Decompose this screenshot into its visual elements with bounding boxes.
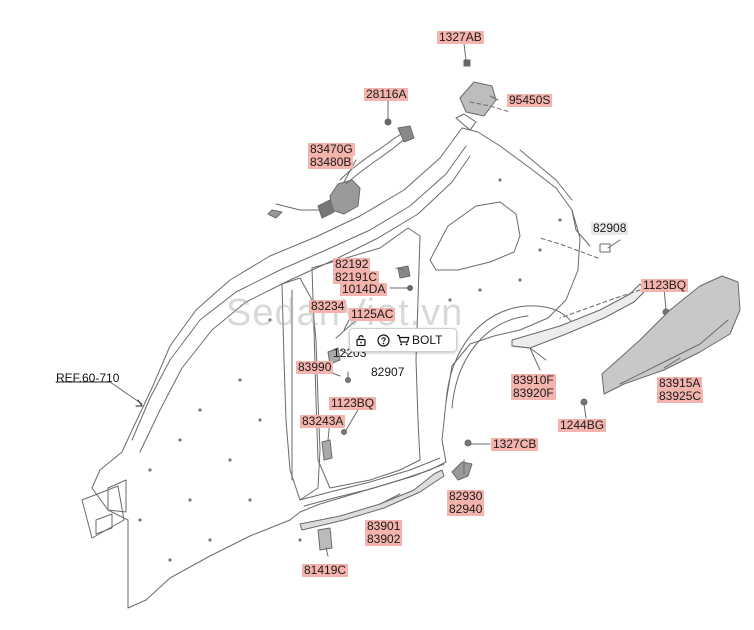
callout-1123BQ-top[interactable]: 1123BQ <box>641 278 689 292</box>
callout-81419C[interactable]: 81419C <box>302 563 349 577</box>
callout-83243A[interactable]: 83243A <box>300 414 346 428</box>
sill-garnish-strip <box>511 283 647 349</box>
door-opening <box>281 277 321 501</box>
callout-83915A[interactable]: 83915A <box>657 376 703 390</box>
callout-82192[interactable]: 82192 <box>333 257 371 271</box>
callout-83901[interactable]: 83901 <box>365 519 403 533</box>
callout-83920F[interactable]: 83920F <box>511 386 556 400</box>
callout-group-83901: 83901 83902 <box>365 519 403 546</box>
callout-group-82930: 82930 82940 <box>447 489 485 516</box>
callout-83990[interactable]: 83990 <box>296 360 334 374</box>
cart-icon <box>397 334 410 346</box>
callout-group-82192: 82192 82191C <box>333 257 380 284</box>
callout-1327AB[interactable]: 1327AB <box>437 30 484 44</box>
callout-82907[interactable]: 82907 <box>371 365 405 379</box>
callout-group-83470G: 83470G 83480B <box>308 143 355 169</box>
reference-label: REF.60-710 <box>56 371 120 385</box>
cart-label: BOLT <box>412 333 443 347</box>
callout-82940[interactable]: 82940 <box>447 502 485 516</box>
callout-group-83915A: 83915A 83925C <box>657 376 704 403</box>
part-popup: BOLT <box>349 328 457 352</box>
callout-28116A[interactable]: 28116A <box>364 87 409 101</box>
body-dots <box>138 178 562 562</box>
callout-83910F[interactable]: 83910F <box>511 373 556 387</box>
add-to-cart-button[interactable]: BOLT <box>394 329 442 351</box>
callout-1327CB[interactable]: 1327CB <box>491 437 539 451</box>
rear-quarter-garnish <box>601 275 741 395</box>
callout-82191C[interactable]: 82191C <box>333 270 380 284</box>
callout-1125AC[interactable]: 1125AC <box>349 307 396 321</box>
callout-82908[interactable]: 82908 <box>591 221 629 235</box>
callout-83902[interactable]: 83902 <box>365 532 403 546</box>
quarter-window <box>429 201 521 271</box>
unlock-icon[interactable] <box>350 329 372 351</box>
callout-83480B[interactable]: 83480B <box>308 155 354 169</box>
body-side-outer <box>91 127 581 609</box>
callout-83925C[interactable]: 83925C <box>657 389 704 403</box>
help-circle-icon[interactable] <box>372 329 394 351</box>
side-sill-moulding <box>299 469 445 531</box>
callout-95450S[interactable]: 95450S <box>507 93 553 107</box>
callout-1244BG[interactable]: 1244BG <box>558 418 607 432</box>
callout-83234[interactable]: 83234 <box>309 299 347 313</box>
fuel-door-bracket <box>459 81 497 117</box>
callout-group-83910F: 83910F 83920F <box>511 374 556 400</box>
leader-lines <box>109 43 681 557</box>
callout-82930[interactable]: 82930 <box>447 489 485 503</box>
callout-1123BQ-mid[interactable]: 1123BQ <box>329 396 377 410</box>
wheel-arch <box>445 305 577 403</box>
callout-1014DA[interactable]: 1014DA <box>340 282 388 296</box>
callout-83470G[interactable]: 83470G <box>308 142 355 156</box>
roof-rail <box>131 145 467 441</box>
